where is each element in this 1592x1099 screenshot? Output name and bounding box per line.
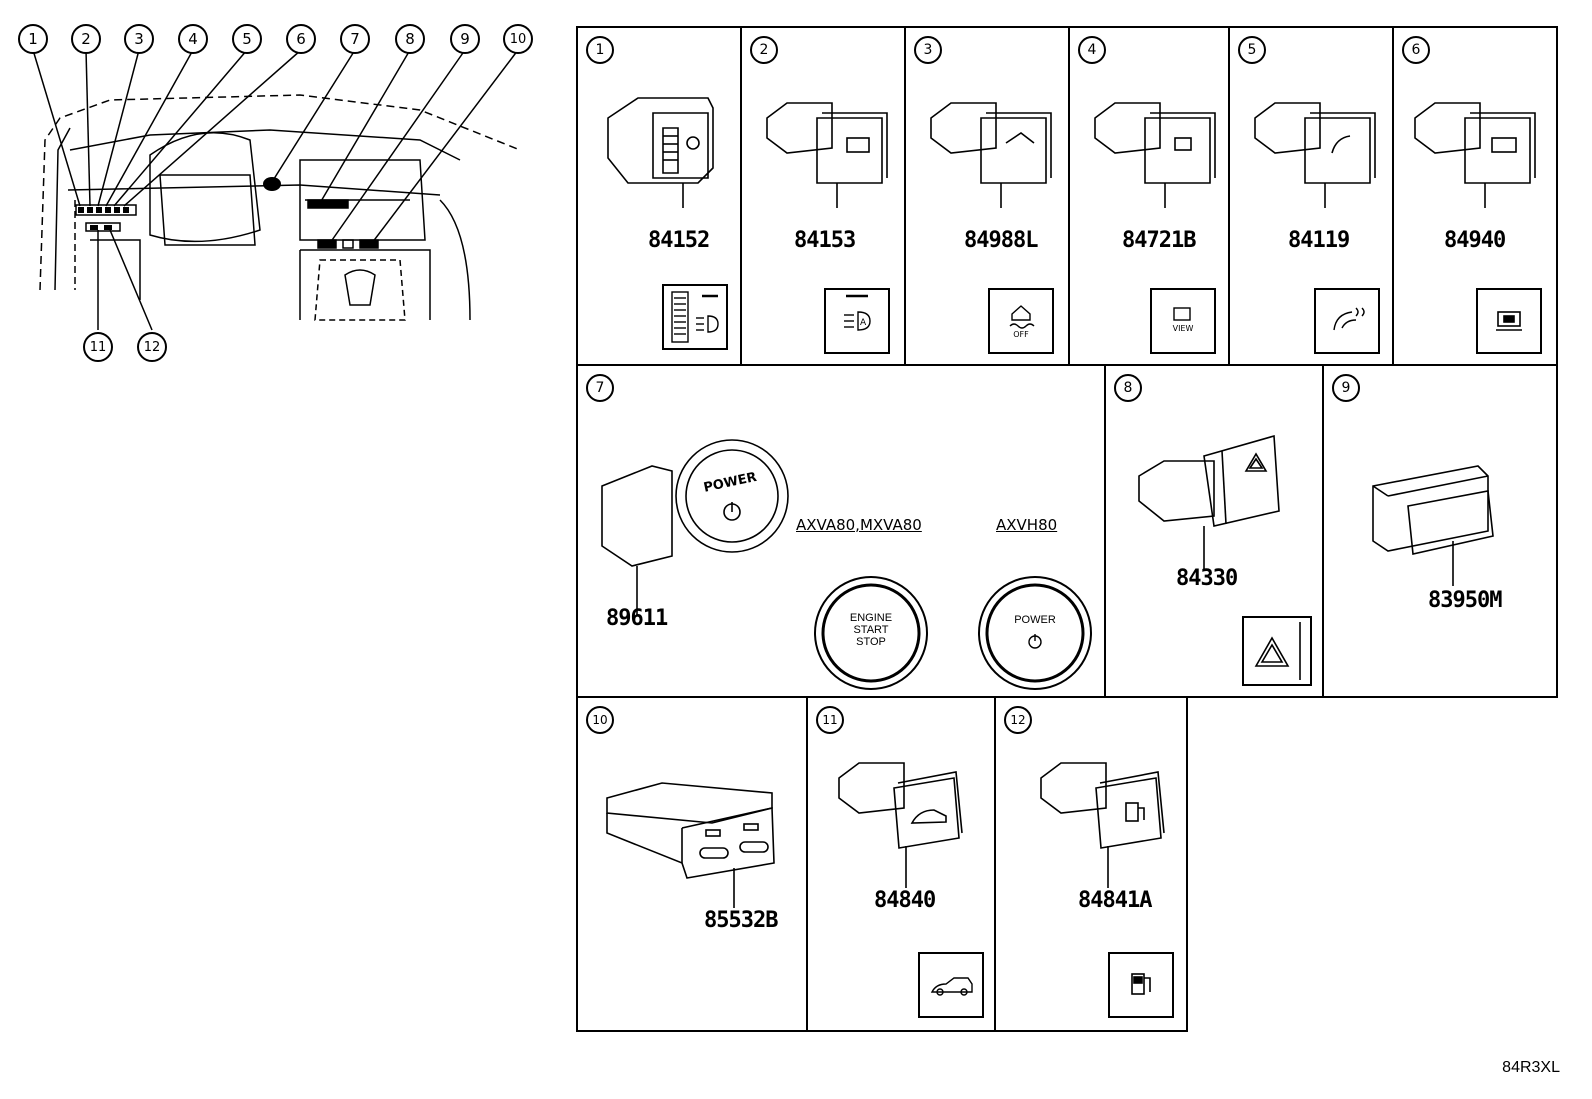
panel-number: 12: [1004, 706, 1032, 734]
switch-drawing: [1254, 102, 1376, 208]
usb-c-port-icon: [606, 782, 775, 908]
callout-5: 5: [232, 24, 262, 54]
panel-10: 10 85532B: [576, 696, 808, 1032]
panel-number: 11: [816, 706, 844, 734]
module-icon: [1372, 465, 1494, 586]
part-number: 85532B: [704, 908, 778, 933]
switch-drawing: [838, 762, 963, 888]
panel-6: 6 84940: [1392, 26, 1558, 366]
callout-8: 8: [395, 24, 425, 54]
panel-number: 3: [914, 36, 942, 64]
display-screen-icon: [1476, 288, 1542, 354]
callout-7: 7: [340, 24, 370, 54]
part-number: 84119: [1288, 228, 1350, 253]
panel-11: 11 84840: [806, 696, 996, 1032]
variant-label-hybrid: AXVH80: [996, 516, 1058, 534]
traction-control-off-icon: OFF: [988, 288, 1054, 354]
panel-12: 12 84841A: [994, 696, 1188, 1032]
heated-steering-wheel-icon: [1314, 288, 1380, 354]
svg-text:A: A: [860, 318, 867, 328]
start-text: START: [853, 624, 889, 636]
callout-9: 9: [450, 24, 480, 54]
stop-text: STOP: [856, 636, 886, 648]
engine-text: ENGINE: [849, 612, 893, 624]
part-number: 84330: [1176, 566, 1238, 591]
dashboard-overview-drawing: 1 2 3 4 5 6 7 8 9 10 11 12: [0, 0, 560, 370]
part-number: 84152: [648, 228, 710, 253]
callout-4: 4: [178, 24, 208, 54]
trunk-open-icon: [918, 952, 984, 1018]
panel-9: 9 83950M: [1322, 364, 1558, 698]
part-number: 84988L: [964, 228, 1038, 253]
panel-number: 6: [1402, 36, 1430, 64]
dashboard-line-art: [32, 49, 521, 331]
engine-start-stop-button-icon: ENGINE START STOP: [812, 574, 930, 692]
panel-number: 5: [1238, 36, 1266, 64]
switch-drawing: [607, 97, 714, 208]
callout-6: 6: [286, 24, 316, 54]
switch-drawing: [1040, 762, 1165, 888]
panel-5: 5 84119: [1228, 26, 1394, 366]
switch-drawing: [930, 102, 1052, 208]
panel-1: 1 84152: [576, 26, 742, 366]
callout-10: 10: [503, 24, 533, 54]
part-number: 84721B: [1122, 228, 1196, 253]
part-number: 84840: [874, 888, 936, 913]
panel-8: 8 84330: [1104, 364, 1324, 698]
switch-drawing: [1414, 102, 1536, 208]
diagram-code: 84R3XL: [1502, 1059, 1560, 1076]
part-number: 83950M: [1428, 588, 1502, 613]
panel-number: 10: [586, 706, 614, 734]
power-label: POWER: [1014, 614, 1056, 626]
view-icon: VIEW: [1150, 288, 1216, 354]
panel-number: 4: [1078, 36, 1106, 64]
fuel-door-icon: [1108, 952, 1174, 1018]
part-number: 84940: [1444, 228, 1506, 253]
switch-drawing: POWER: [601, 439, 789, 616]
panel-4: 4 84721B VIEW: [1068, 26, 1230, 366]
panel-number: 7: [586, 374, 614, 402]
panel-3: 3 84988L OFF: [904, 26, 1070, 366]
panel-7: 7 POWER 89611 AXVA80,MXVA80 AXVH80 ENGIN…: [576, 364, 1106, 698]
part-number: 84153: [794, 228, 856, 253]
panel-number: 9: [1332, 374, 1360, 402]
auto-high-beam-icon: A: [824, 288, 890, 354]
panel-number: 1: [586, 36, 614, 64]
headlamp-leveling-dial-icon: [662, 284, 728, 350]
callout-11: 11: [83, 332, 113, 362]
switch-drawing: [766, 102, 888, 208]
callout-2: 2: [71, 24, 101, 54]
switch-drawing: [1138, 434, 1280, 571]
panel-number: 2: [750, 36, 778, 64]
part-number: 89611: [606, 606, 668, 631]
view-label: VIEW: [1172, 324, 1194, 333]
part-number: 84841A: [1078, 888, 1152, 913]
power-button-icon: POWER: [976, 574, 1094, 692]
off-label: OFF: [1013, 330, 1029, 339]
hazard-warning-icon: [1242, 616, 1312, 686]
callout-1: 1: [18, 24, 48, 54]
callout-3: 3: [124, 24, 154, 54]
panel-2: 2 84153 A: [740, 26, 906, 366]
switch-drawing: [1094, 102, 1216, 208]
callout-12: 12: [137, 332, 167, 362]
variant-label-engine: AXVA80,MXVA80: [796, 516, 922, 534]
panel-number: 8: [1114, 374, 1142, 402]
power-text: POWER: [702, 470, 758, 496]
